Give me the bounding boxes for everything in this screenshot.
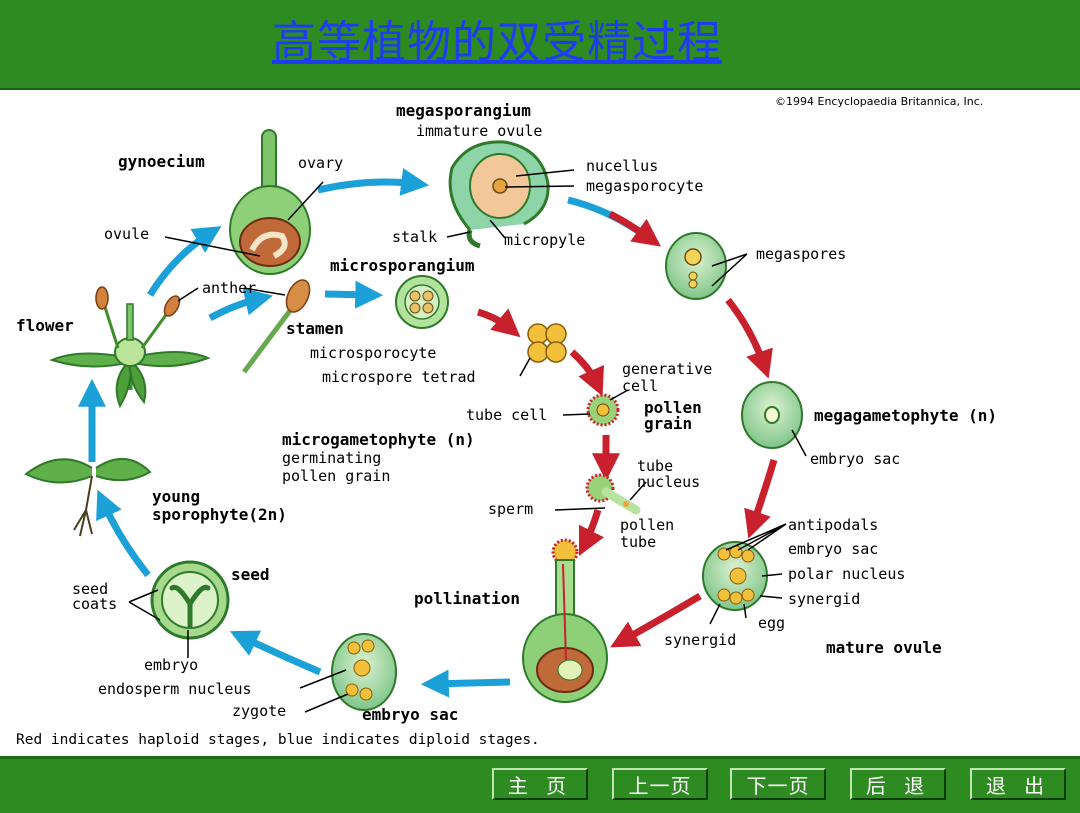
label-polar-nucleus: polar nucleus xyxy=(788,565,905,583)
label-seed-coats-line1: seed xyxy=(72,580,108,598)
label-tube-nucleus-line2: nucleus xyxy=(637,473,700,491)
label-megasporocyte: megasporocyte xyxy=(586,177,703,195)
label-pollen-grain-line1: pollen xyxy=(644,398,702,417)
label-pollination: pollination xyxy=(414,589,520,608)
arrow-flower-to-gynoecium xyxy=(147,226,222,297)
seed-illustration xyxy=(150,560,230,640)
exit-button[interactable]: 退 出 xyxy=(970,768,1066,800)
arrow-seed-to-young-sporophyte xyxy=(96,489,151,578)
legend-caption: Red indicates haploid stages, blue indic… xyxy=(16,732,540,748)
label-embryo: embryo xyxy=(144,656,198,674)
arrow-megagametophyte-to-mature-ovule xyxy=(744,458,778,539)
label-tube-nucleus-line1: tube xyxy=(637,457,673,475)
label-generative-cell-line2: cell xyxy=(622,377,658,395)
arrow-mature-ovule-to-pollination xyxy=(610,592,702,648)
label-embryo-sac-top: embryo sac xyxy=(810,450,900,468)
gynoecium-illustration xyxy=(229,129,311,275)
arrow-germinating-to-pollen-tube xyxy=(578,508,605,557)
label-flower: flower xyxy=(16,316,74,335)
label-megasporangium: megasporangium xyxy=(396,101,531,120)
label-sperm: sperm xyxy=(488,500,533,518)
label-synergid-left: synergid xyxy=(664,631,736,649)
megaspores-illustration xyxy=(665,232,727,300)
label-megagametophyte: megagametophyte (n) xyxy=(814,406,997,425)
label-embryo-sac-bottom: embryo sac xyxy=(362,705,458,724)
label-microspore-tetrad: microspore tetrad xyxy=(322,368,476,386)
label-germinating-line2: pollen grain xyxy=(282,467,390,485)
label-stamen: stamen xyxy=(286,319,344,338)
label-gynoecium: gynoecium xyxy=(118,152,205,171)
label-pollen-grain-line2: grain xyxy=(644,414,692,433)
label-stalk: stalk xyxy=(392,228,437,246)
label-seed-coats-line2: coats xyxy=(72,595,117,613)
microsporangium-illustration xyxy=(395,275,449,329)
home-button[interactable]: 主 页 xyxy=(492,768,588,800)
arrow-embryo-sac-to-seed xyxy=(229,630,322,676)
back-button[interactable]: 后 退 xyxy=(850,768,946,800)
label-microgametophyte: microgametophyte (n) xyxy=(282,430,475,449)
arrow-microsporangium-to-tetrad xyxy=(476,308,521,338)
label-tube-cell: tube cell xyxy=(466,406,547,424)
arrow-tetrad-to-pollen-grain xyxy=(569,349,604,397)
prev-page-button[interactable]: 上一页 xyxy=(612,768,708,800)
arrow-megaspores-to-megagametophyte xyxy=(725,297,773,379)
label-ovary: ovary xyxy=(298,154,343,172)
label-young-sporophyte-line1: young xyxy=(152,487,200,506)
label-germinating-line1: germinating xyxy=(282,449,381,467)
megasporangium-illustration xyxy=(448,140,550,249)
mature-ovule-illustration xyxy=(702,541,768,611)
life-cycle-diagram: ©1994 Encyclopaedia Britannica, Inc. meg… xyxy=(0,90,1080,755)
label-egg: egg xyxy=(758,614,785,632)
copyright-label: ©1994 Encyclopaedia Britannica, Inc. xyxy=(775,95,983,108)
arrow-ovary-to-megasporangium xyxy=(317,168,430,196)
label-pollen-tube-line2: tube xyxy=(620,533,656,551)
label-micropyle: micropyle xyxy=(504,231,585,249)
leader-lines xyxy=(128,169,807,713)
label-ovule: ovule xyxy=(104,225,149,243)
germinating-pollen-illustration xyxy=(585,473,641,515)
header-bar xyxy=(0,0,1080,90)
label-mature-ovule: mature ovule xyxy=(826,638,942,657)
next-page-button[interactable]: 下一页 xyxy=(730,768,826,800)
label-young-sporophyte-line2: sporophyte(2n) xyxy=(152,505,287,524)
tetrad-illustration xyxy=(527,323,567,363)
label-immature-ovule: immature ovule xyxy=(416,122,542,140)
label-microsporangium: microsporangium xyxy=(330,256,475,275)
label-embryo-sac-mid: embryo sac xyxy=(788,540,878,558)
label-generative-cell-line1: generative xyxy=(622,360,712,378)
label-endosperm-nucleus: endosperm nucleus xyxy=(98,680,252,698)
arrow-flower-to-anther xyxy=(208,287,273,322)
slide-title[interactable]: 高等植物的双受精过程 xyxy=(272,17,722,68)
label-anther: anther xyxy=(202,279,256,297)
label-nucellus: nucellus xyxy=(586,157,658,175)
label-synergid-right: synergid xyxy=(788,590,860,608)
flower-illustration xyxy=(49,286,211,409)
label-pollen-tube-line1: pollen xyxy=(620,516,674,534)
arrow-megaspores-red xyxy=(608,210,662,247)
label-seed: seed xyxy=(231,565,270,584)
label-antipodals: antipodals xyxy=(788,516,878,534)
arrow-pollination-to-embryo-sac xyxy=(420,669,511,698)
megagametophyte-illustration xyxy=(741,381,803,449)
cycle-arrows xyxy=(78,168,778,698)
label-zygote: zygote xyxy=(232,702,286,720)
pollen-grain-illustration xyxy=(586,393,620,427)
arrow-stamen-to-microsporangium xyxy=(324,280,384,309)
stamen-illustration xyxy=(242,279,311,374)
young-sporophyte-illustration xyxy=(24,457,152,537)
label-megaspores: megaspores xyxy=(756,245,846,263)
pollination-illustration xyxy=(522,538,608,703)
embryo-sac-illustration xyxy=(331,633,397,711)
label-microsporocyte: microsporocyte xyxy=(310,344,436,362)
